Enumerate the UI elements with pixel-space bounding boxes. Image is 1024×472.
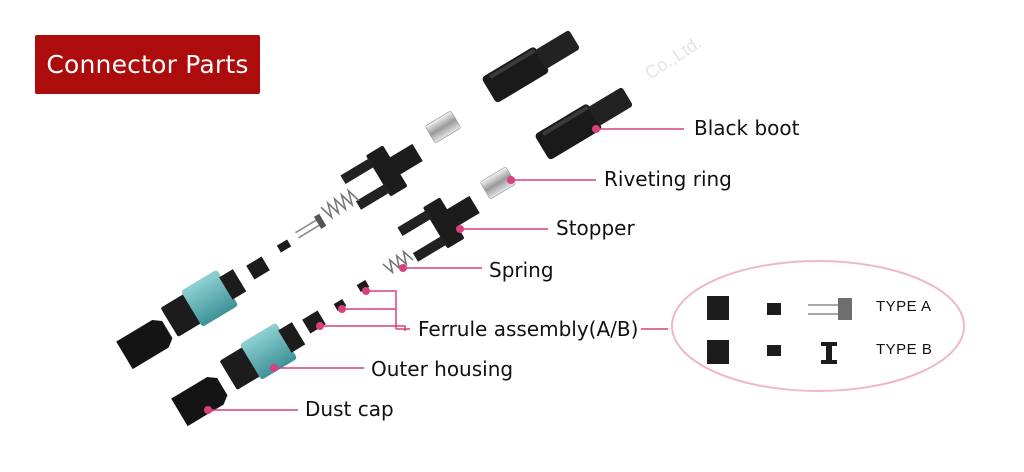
title-text: Connector Parts — [46, 50, 249, 79]
upper-riveting-ring — [425, 111, 461, 143]
label-dust-cap: Dust cap — [305, 397, 394, 421]
type-a-parts — [707, 296, 852, 320]
type-a-pin-holder — [767, 303, 781, 315]
lower-outer-housing — [220, 322, 306, 390]
upper-black-boot — [482, 30, 580, 103]
upper-dust-cap — [116, 320, 173, 370]
watermark-text: Co.,Ltd. — [641, 32, 705, 83]
lower-black-boot — [535, 87, 633, 160]
type-ellipse — [671, 260, 965, 392]
lower-ferrule-mid — [333, 298, 347, 312]
lower-riveting-ring — [480, 167, 516, 199]
upper-outer-housing — [161, 269, 247, 337]
lower-dust-cap — [171, 377, 228, 427]
lower-ferrule-block — [302, 310, 326, 334]
upper-ferrule — [276, 239, 292, 253]
label-outer-housing: Outer housing — [371, 357, 514, 381]
lower-ferrule-small — [356, 279, 370, 293]
lower-stopper — [397, 195, 480, 262]
label-ferrule-assembly: Ferrule assembly(A/B) — [418, 317, 639, 341]
upper-stopper — [340, 143, 423, 210]
leader-lines — [208, 128, 684, 411]
upper-connector — [116, 30, 580, 370]
upper-spring — [320, 188, 360, 220]
title-banner: Connector Parts — [35, 35, 260, 94]
type-b-parts — [707, 340, 837, 364]
lower-spring — [382, 249, 414, 275]
leader-dots — [204, 125, 600, 414]
label-type-a: TYPE A — [876, 298, 932, 315]
upper-guide-pins — [295, 213, 327, 239]
type-b-pin-clip — [821, 342, 837, 364]
label-riveting-ring: Riveting ring — [604, 167, 732, 191]
type-a-pin-clip — [838, 298, 852, 320]
label-spring: Spring — [489, 258, 554, 282]
label-black-boot: Black boot — [694, 116, 800, 140]
type-a-ferrule — [707, 296, 729, 320]
label-type-b: TYPE B — [876, 341, 933, 358]
upper-ferrule-block — [246, 256, 270, 280]
label-stopper: Stopper — [556, 216, 635, 240]
lower-connector — [171, 87, 633, 427]
type-b-pin-holder — [767, 345, 781, 356]
type-b-ferrule — [707, 340, 729, 364]
